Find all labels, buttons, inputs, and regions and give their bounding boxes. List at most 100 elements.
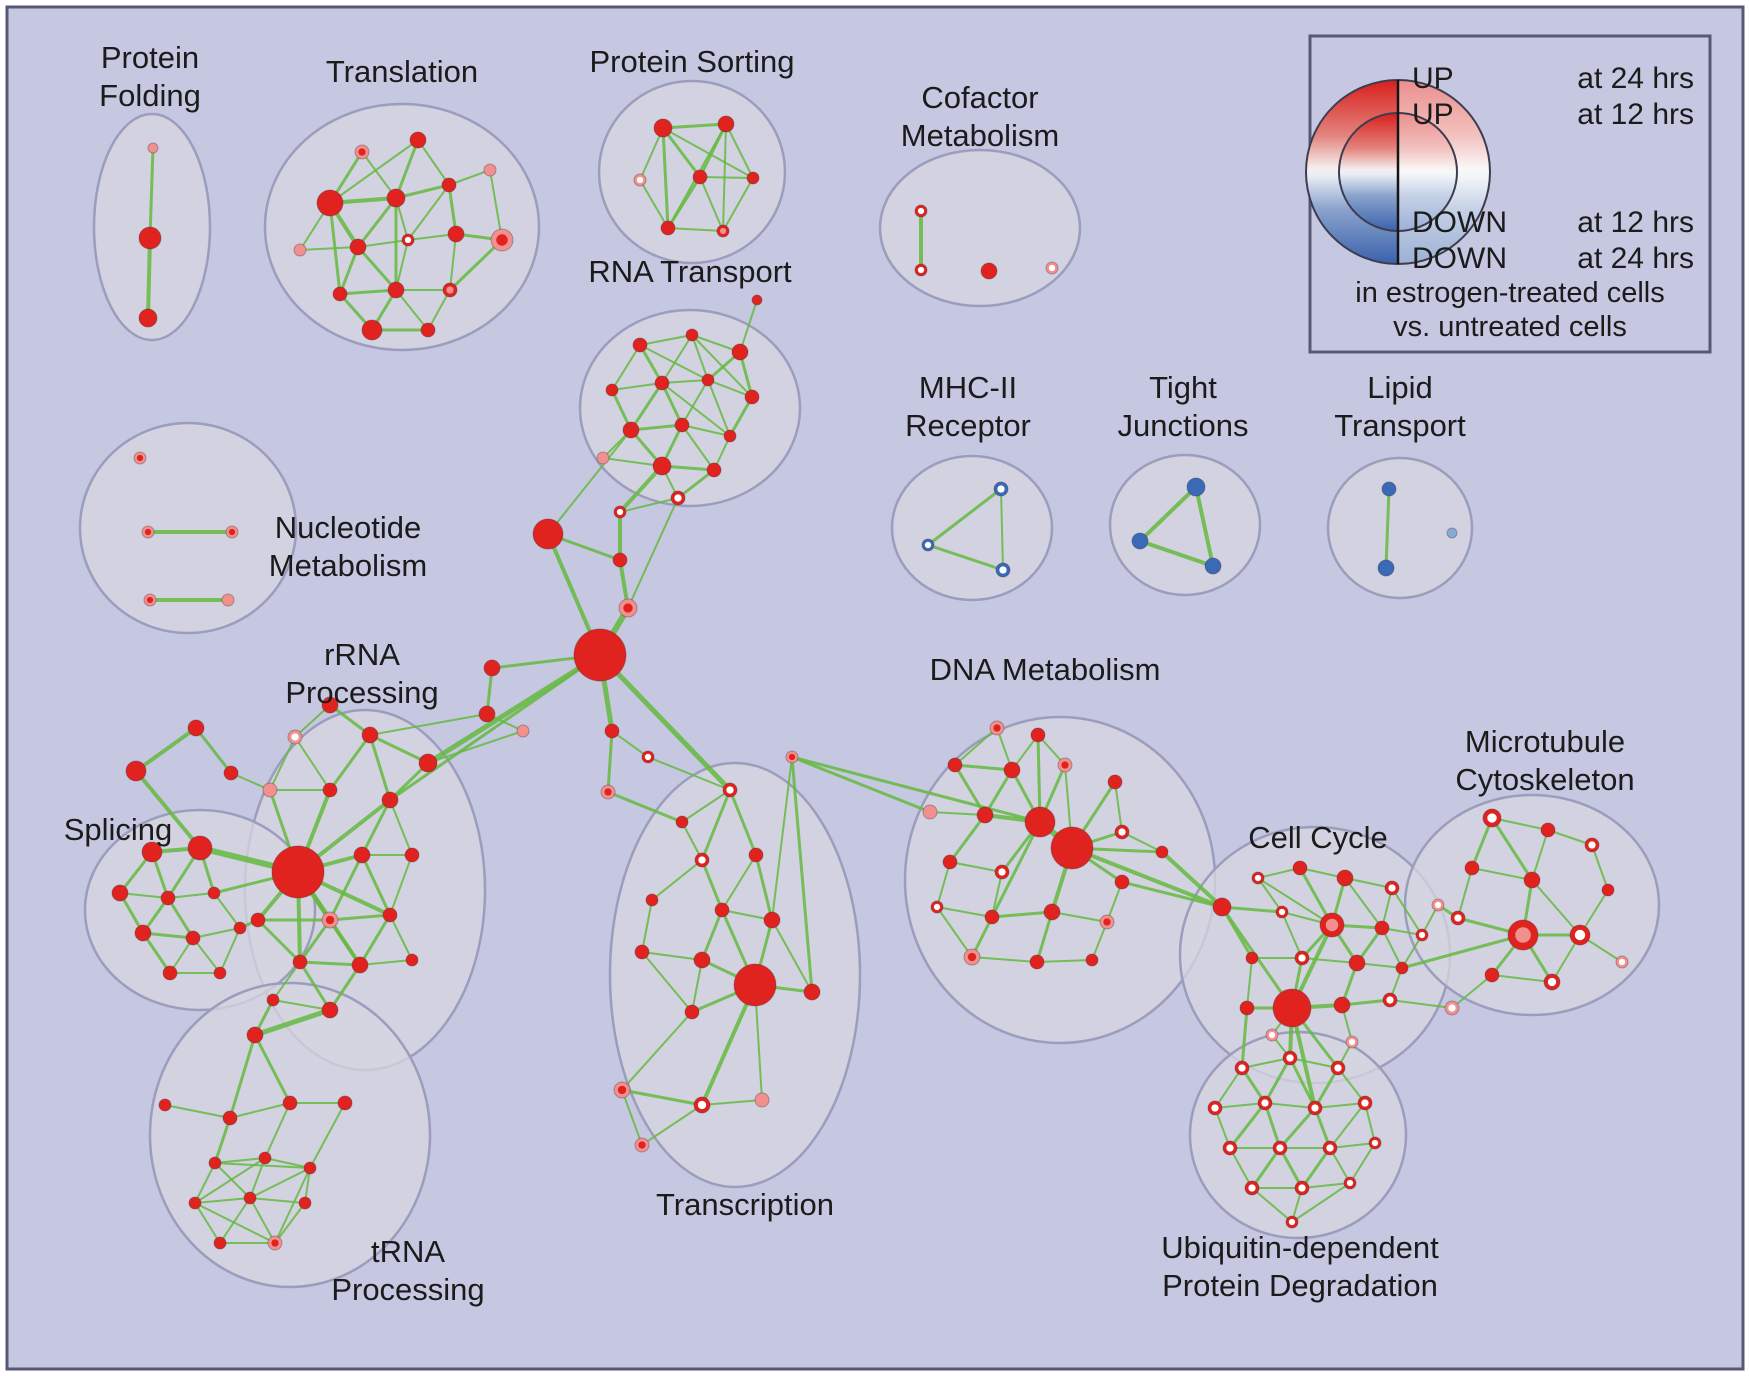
network-node-tn1[interactable] <box>246 1026 264 1044</box>
network-node-mc8[interactable] <box>1507 919 1539 951</box>
network-node-cc1[interactable] <box>1212 897 1232 917</box>
network-node-rr5[interactable] <box>262 782 278 798</box>
network-node-rr10[interactable] <box>404 847 420 863</box>
network-node-tr9[interactable] <box>401 233 415 247</box>
network-node-rr16[interactable] <box>405 953 419 967</box>
network-node-tc8[interactable] <box>634 944 650 960</box>
network-node-nm2[interactable] <box>141 525 155 539</box>
network-node-ch10[interactable] <box>604 723 620 739</box>
network-node-dm20[interactable] <box>963 948 981 966</box>
network-node-cc10[interactable] <box>1245 951 1259 965</box>
network-node-dm5[interactable] <box>1057 757 1073 773</box>
network-node-cc3[interactable] <box>1292 860 1308 876</box>
network-node-ub14[interactable] <box>1343 1176 1357 1190</box>
network-node-lt2[interactable] <box>1377 559 1395 577</box>
network-node-ps3[interactable] <box>633 173 647 187</box>
network-node-dm10[interactable] <box>1050 826 1094 870</box>
network-node-ub10[interactable] <box>1322 1140 1338 1156</box>
network-node-tr11[interactable] <box>490 228 514 252</box>
network-node-dm7[interactable] <box>922 804 938 820</box>
network-node-tn5[interactable] <box>337 1095 353 1111</box>
network-node-cm3[interactable] <box>980 262 998 280</box>
network-node-sp3[interactable] <box>111 884 129 902</box>
network-node-ub12[interactable] <box>1244 1180 1260 1196</box>
network-node-tc7[interactable] <box>763 911 781 929</box>
network-node-rr12[interactable] <box>321 911 339 929</box>
network-node-cc9[interactable] <box>1415 928 1429 942</box>
network-node-cc18[interactable] <box>1431 898 1445 912</box>
network-node-ch9[interactable] <box>516 724 530 738</box>
network-node-sp5[interactable] <box>207 886 221 900</box>
network-node-ps1[interactable] <box>653 118 673 138</box>
network-node-ub8[interactable] <box>1222 1140 1238 1156</box>
network-node-cx1[interactable] <box>1265 1028 1279 1042</box>
network-node-rr3[interactable] <box>361 726 379 744</box>
network-node-rr2[interactable] <box>287 729 303 745</box>
network-node-ch11[interactable] <box>641 750 655 764</box>
network-node-cc11[interactable] <box>1294 950 1310 966</box>
network-node-cc13[interactable] <box>1395 961 1409 975</box>
network-node-mh3[interactable] <box>995 562 1011 578</box>
network-node-rr18[interactable] <box>266 993 280 1007</box>
network-node-tr4[interactable] <box>386 188 406 208</box>
network-node-sp2[interactable] <box>187 835 213 861</box>
network-node-sp4[interactable] <box>160 890 176 906</box>
network-node-mc11[interactable] <box>1543 973 1561 991</box>
network-node-dm9[interactable] <box>1024 806 1056 838</box>
network-node-tc9[interactable] <box>693 951 711 969</box>
network-node-tc1[interactable] <box>722 782 738 798</box>
network-node-mc2[interactable] <box>1540 822 1556 838</box>
network-node-sp8[interactable] <box>233 921 247 935</box>
network-node-dm14[interactable] <box>994 864 1010 880</box>
network-node-sp7[interactable] <box>185 930 201 946</box>
network-node-cc6[interactable] <box>1275 905 1289 919</box>
network-node-tn13[interactable] <box>267 1235 283 1251</box>
network-node-ch2[interactable] <box>618 598 638 618</box>
network-node-cc15[interactable] <box>1333 996 1351 1014</box>
network-node-tr13[interactable] <box>387 281 405 299</box>
network-node-ch12[interactable] <box>600 784 616 800</box>
network-node-dm4[interactable] <box>1003 761 1021 779</box>
network-node-rt3[interactable] <box>685 328 699 342</box>
network-node-rr17[interactable] <box>321 1001 339 1019</box>
network-node-dm16[interactable] <box>930 900 944 914</box>
network-node-tr12[interactable] <box>332 286 348 302</box>
network-node-dm12[interactable] <box>1155 845 1169 859</box>
network-node-tr5[interactable] <box>441 177 457 193</box>
network-node-tn9[interactable] <box>188 1196 202 1210</box>
network-node-ch4[interactable] <box>613 505 627 519</box>
network-node-dm8[interactable] <box>976 806 994 824</box>
network-node-nm5[interactable] <box>221 593 235 607</box>
network-node-spt3[interactable] <box>223 765 239 781</box>
network-node-ch7[interactable] <box>483 659 501 677</box>
network-node-rt5[interactable] <box>605 383 619 397</box>
network-node-mc10[interactable] <box>1484 967 1500 983</box>
network-node-mc1[interactable] <box>1482 808 1502 828</box>
network-node-rt4[interactable] <box>731 343 749 361</box>
network-node-dm21[interactable] <box>1029 954 1045 970</box>
network-node-cc8[interactable] <box>1374 920 1390 936</box>
network-node-lt3[interactable] <box>1446 527 1458 539</box>
network-node-cc14[interactable] <box>1272 988 1312 1028</box>
network-node-ub11[interactable] <box>1368 1136 1382 1150</box>
network-node-ps6[interactable] <box>660 220 676 236</box>
network-node-tr10[interactable] <box>447 225 465 243</box>
network-node-cc5[interactable] <box>1384 880 1400 896</box>
network-node-rt10[interactable] <box>674 417 690 433</box>
network-node-ps2[interactable] <box>717 115 735 133</box>
network-node-dm1[interactable] <box>989 720 1005 736</box>
network-node-tr1[interactable] <box>409 131 427 149</box>
network-node-rt12[interactable] <box>596 451 610 465</box>
network-node-tj1[interactable] <box>1186 477 1206 497</box>
network-node-mh1[interactable] <box>993 481 1009 497</box>
network-node-rt11[interactable] <box>723 429 737 443</box>
network-node-tr7[interactable] <box>293 243 307 257</box>
network-node-ps5[interactable] <box>746 171 760 185</box>
network-node-sp9[interactable] <box>162 965 178 981</box>
network-node-cm1[interactable] <box>914 204 928 218</box>
network-node-tc6[interactable] <box>714 902 730 918</box>
network-node-dm22[interactable] <box>1085 953 1099 967</box>
network-node-ch13[interactable] <box>785 750 799 764</box>
network-node-ub9[interactable] <box>1272 1140 1288 1156</box>
network-node-spt2[interactable] <box>125 760 147 782</box>
